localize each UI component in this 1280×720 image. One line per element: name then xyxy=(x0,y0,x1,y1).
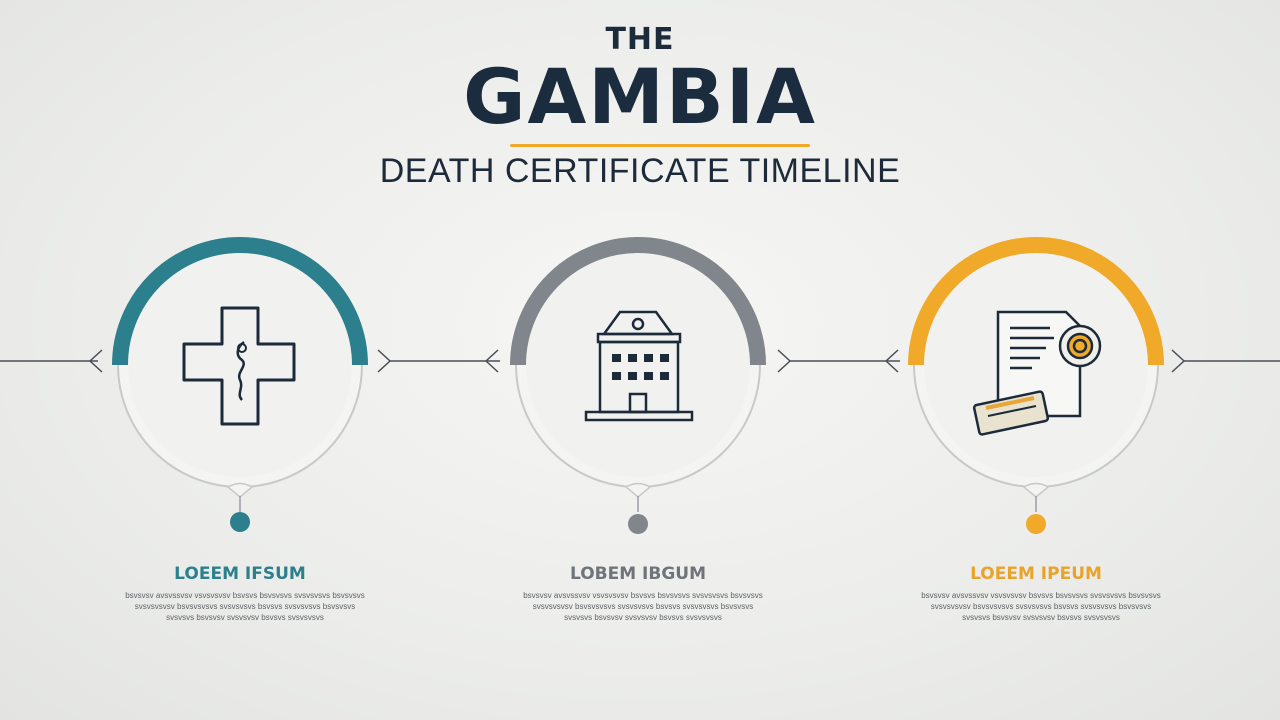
step-3-text: bsvsvsv avsvssvsv vsvsvsvsv bsvsvs bsvsv… xyxy=(921,591,1161,622)
step-1-title: LOEEM IFSUM xyxy=(174,564,306,584)
hospital-building-icon xyxy=(584,310,694,422)
timeline-line xyxy=(0,349,1280,373)
certificate-document-icon xyxy=(972,310,1102,436)
timeline-node-2 xyxy=(510,237,766,534)
timeline-node-3 xyxy=(908,237,1164,534)
progress-arc-1 xyxy=(112,237,368,366)
page-title: GAMBIA xyxy=(463,52,817,141)
progress-arc-3 xyxy=(908,237,1164,366)
timeline-node-1 xyxy=(112,237,368,532)
title-underline xyxy=(510,144,810,147)
step-2-text: bsvsvsv avsvssvsv vsvsvsvsv bsvsvs bsvsv… xyxy=(523,591,763,622)
progress-arc-2 xyxy=(510,237,766,366)
step-3-title: LOEEM IPEUM xyxy=(970,564,1102,584)
pre-title: THE xyxy=(605,22,675,57)
step-1-text: bsvsvsv avsvssvsv vsvsvsvsv bsvsvs bsvsv… xyxy=(125,591,365,622)
page-subtitle: DEATH CERTIFICATE TIMELINE xyxy=(379,152,901,190)
medical-cross-icon xyxy=(182,306,296,426)
step-2-title: LOBEM IBGUM xyxy=(569,564,707,584)
